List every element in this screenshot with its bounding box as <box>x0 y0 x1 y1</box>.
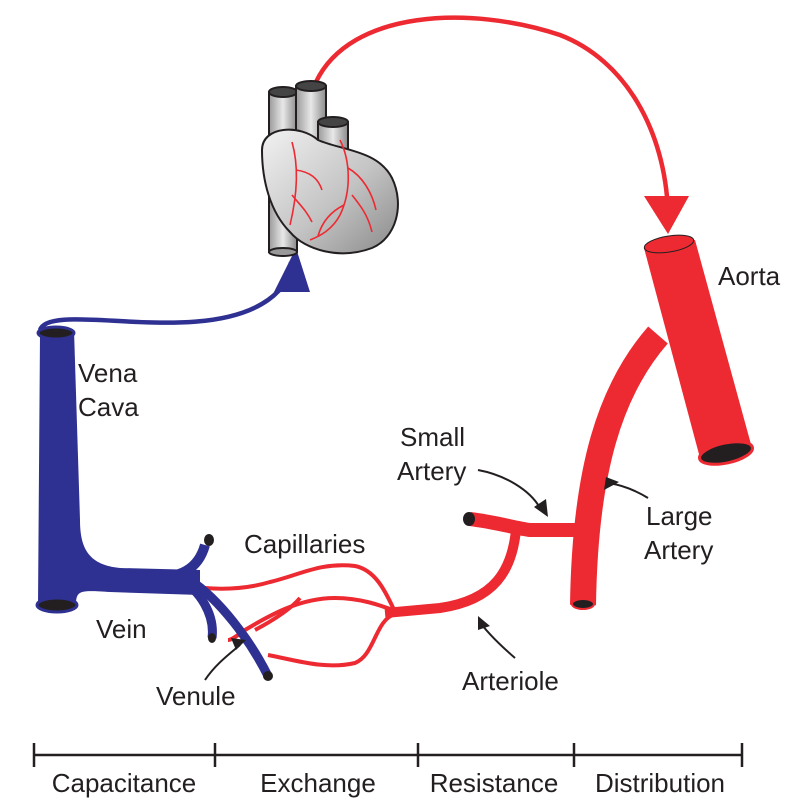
aorta-label: Aorta <box>718 261 781 291</box>
scale-segment-label: Distribution <box>595 768 725 798</box>
scale-segment-label: Capacitance <box>52 768 197 798</box>
venule-label: Venule <box>156 681 236 711</box>
vena-cava-label: Cava <box>78 392 139 422</box>
vein-end <box>204 534 214 546</box>
arteriole <box>384 529 521 618</box>
large-artery-label: Large <box>646 501 713 531</box>
venule-end <box>263 671 273 681</box>
venous-return-arrow <box>37 248 310 332</box>
scale-segment-label: Exchange <box>260 768 376 798</box>
capillaries <box>204 563 399 668</box>
small-artery-label: Artery <box>397 456 466 486</box>
vena-cava-label: Vena <box>78 358 138 388</box>
large-artery <box>570 326 668 610</box>
venule-end <box>208 633 216 643</box>
pointer-heads <box>231 477 619 650</box>
small-artery-label: Small <box>400 422 465 452</box>
arteriole-label: Arteriole <box>462 666 559 696</box>
small-artery <box>463 512 590 537</box>
heart-icon <box>260 80 399 257</box>
vena-cava <box>35 325 200 614</box>
large-artery-label: Artery <box>644 535 713 565</box>
arterial-flow-arrow <box>313 15 689 234</box>
capillaries-label: Capillaries <box>244 529 365 559</box>
vein-label: Vein <box>96 614 147 644</box>
function-scale: Capacitance Exchange Resistance Distribu… <box>32 743 744 798</box>
vein <box>149 543 273 679</box>
aorta <box>643 234 754 466</box>
scale-segment-label: Resistance <box>430 768 559 798</box>
